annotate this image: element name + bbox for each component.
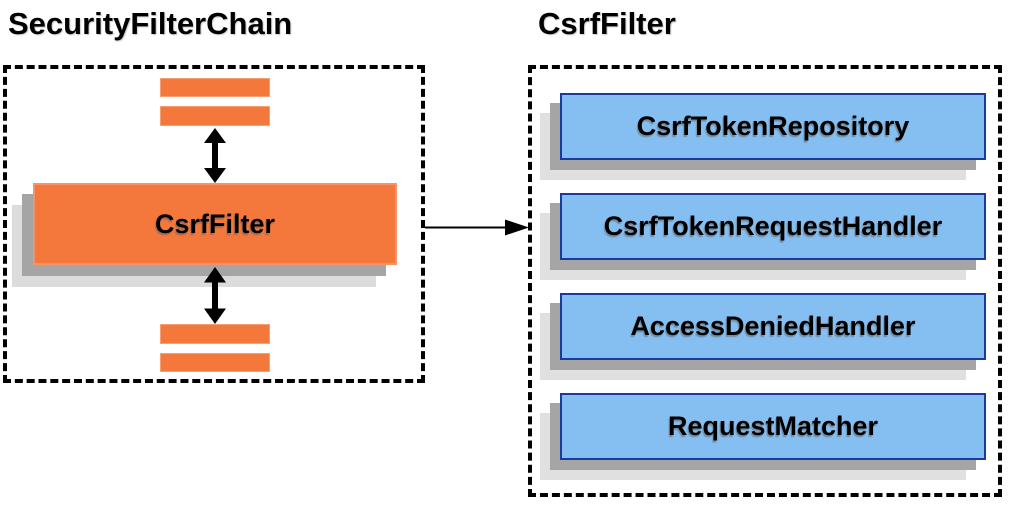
filter-bar — [160, 78, 270, 97]
filter-bar — [160, 324, 270, 344]
component-csrf-token-repository: CsrfTokenRepository — [560, 93, 986, 160]
component-label: CsrfTokenRequestHandler — [603, 211, 943, 241]
bidirectional-arrow-icon — [204, 128, 226, 183]
csrf-filter-panel: CsrfTokenRepository CsrfTokenRequestHand… — [528, 65, 1002, 497]
bidirectional-arrow-icon — [204, 267, 226, 324]
component-label: CsrfTokenRepository — [636, 111, 910, 141]
component-label: RequestMatcher — [667, 411, 879, 441]
component-access-denied-handler: AccessDeniedHandler — [560, 293, 986, 360]
csrf-filter-title: CsrfFilter — [538, 6, 676, 41]
component-label: AccessDeniedHandler — [630, 311, 916, 341]
component-request-matcher: RequestMatcher — [560, 393, 986, 460]
csrf-filter-node-label: CsrfFilter — [154, 208, 276, 239]
filter-bar — [160, 353, 270, 372]
filter-bar — [160, 106, 270, 126]
csrf-filter-node: CsrfFilter — [33, 183, 397, 265]
right-arrow-icon — [425, 219, 529, 236]
security-filter-chain-panel: CsrfFilter — [3, 65, 425, 383]
component-csrf-token-request-handler: CsrfTokenRequestHandler — [560, 193, 986, 260]
security-filter-chain-title: SecurityFilterChain — [8, 6, 293, 41]
